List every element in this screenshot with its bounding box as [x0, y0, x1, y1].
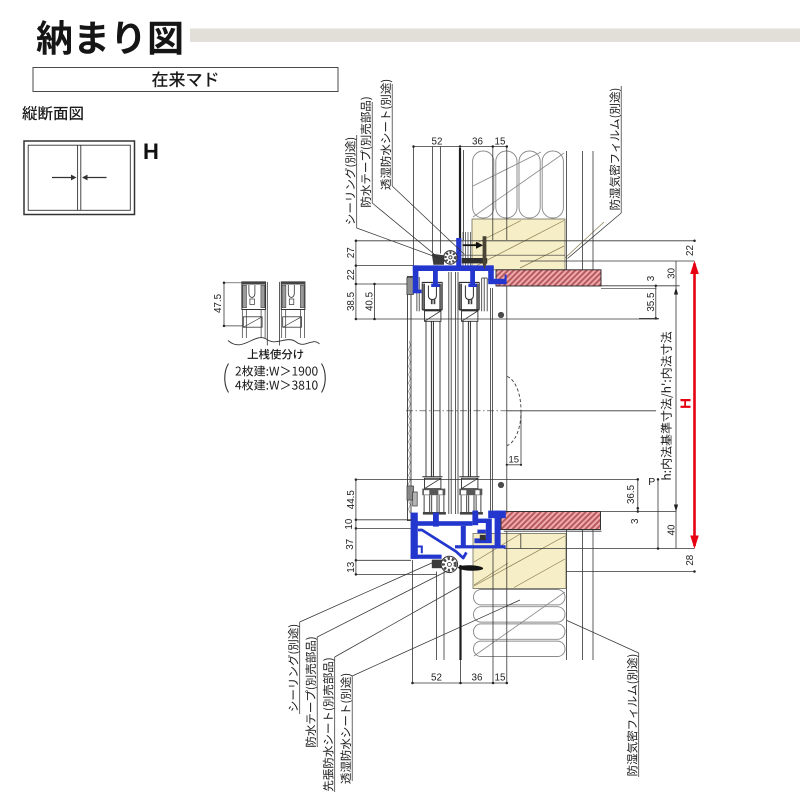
- svg-text:15: 15: [495, 673, 506, 684]
- svg-text:H: H: [143, 139, 159, 164]
- svg-text:H: H: [677, 398, 694, 409]
- svg-text:3: 3: [646, 275, 657, 281]
- svg-text:10: 10: [344, 518, 355, 529]
- svg-text:52: 52: [431, 673, 442, 684]
- svg-text:15: 15: [495, 137, 506, 148]
- svg-text:30: 30: [666, 267, 677, 278]
- svg-text:40: 40: [666, 524, 677, 535]
- svg-text:P: P: [648, 476, 655, 488]
- svg-text:22: 22: [346, 269, 357, 280]
- svg-text:15: 15: [509, 454, 520, 465]
- svg-text:36: 36: [472, 137, 483, 148]
- svg-text:52: 52: [432, 137, 443, 148]
- svg-text:13: 13: [346, 561, 357, 572]
- svg-text:3: 3: [630, 518, 641, 524]
- svg-text:27: 27: [346, 247, 357, 258]
- svg-text:36: 36: [472, 673, 483, 684]
- svg-text:28: 28: [685, 554, 696, 565]
- svg-text:37: 37: [345, 539, 356, 550]
- svg-text:22: 22: [685, 245, 696, 256]
- svg-text:47.5: 47.5: [213, 293, 224, 313]
- svg-text:36.5: 36.5: [626, 484, 637, 504]
- svg-text:35.5: 35.5: [646, 292, 657, 312]
- svg-text:40.5: 40.5: [364, 291, 375, 311]
- svg-text:38.5: 38.5: [346, 291, 357, 311]
- svg-text:44.5: 44.5: [346, 490, 357, 510]
